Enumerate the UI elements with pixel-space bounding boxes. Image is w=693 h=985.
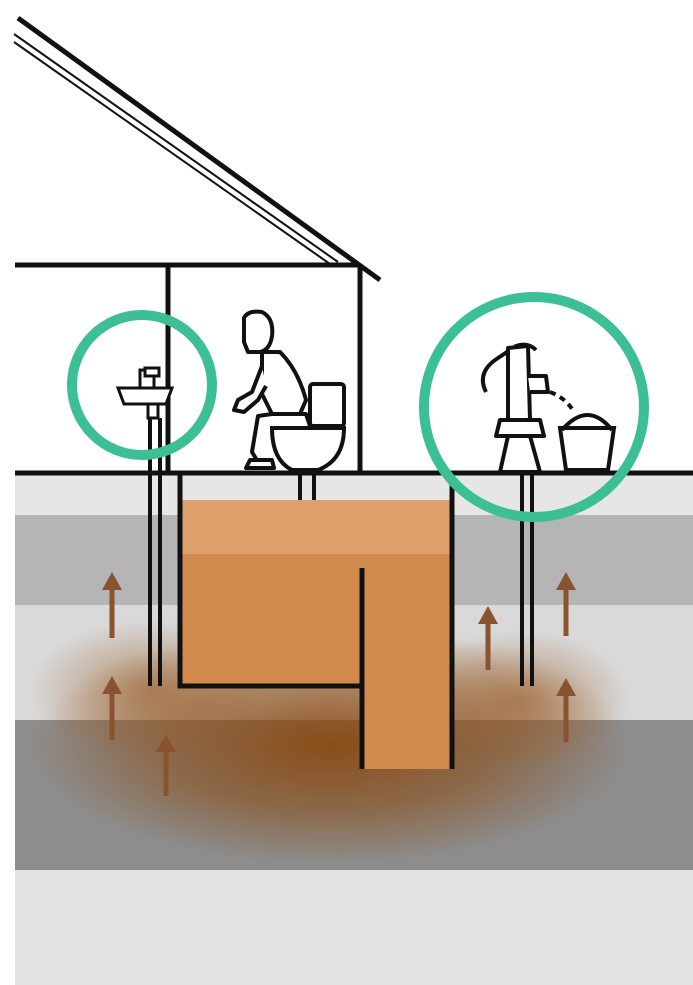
seepage-arrow [478, 606, 498, 670]
pit-walls [177, 473, 362, 689]
seepage-arrow [102, 676, 122, 740]
soil-layer-bottom [15, 870, 693, 985]
roof-line-outer [16, 15, 382, 283]
pit-shaft [362, 684, 452, 769]
sink-supply-pipe [148, 418, 162, 686]
bucket-icon [557, 413, 617, 472]
sink-highlight-ring [67, 310, 217, 460]
seepage-arrow [102, 572, 122, 638]
roof-line-inner-2 [13, 41, 331, 265]
roof-line-inner-1 [13, 33, 339, 263]
seepage-arrow [556, 678, 576, 742]
pit-top-layer [180, 500, 452, 554]
toilet-icon [269, 382, 347, 500]
seepage-arrow [556, 572, 576, 636]
pump-highlight-ring [419, 292, 649, 522]
seepage-arrows-left [102, 572, 176, 796]
seated-person-icon [232, 309, 312, 470]
house-structure [13, 15, 382, 473]
hand-pump-icon [481, 342, 576, 474]
seepage-arrow [156, 734, 176, 796]
pit-latrine [177, 473, 455, 769]
seepage-arrows-right [478, 572, 576, 742]
pump-well-pipe [520, 474, 534, 686]
pit-body [180, 554, 452, 684]
sink-icon [115, 366, 175, 420]
